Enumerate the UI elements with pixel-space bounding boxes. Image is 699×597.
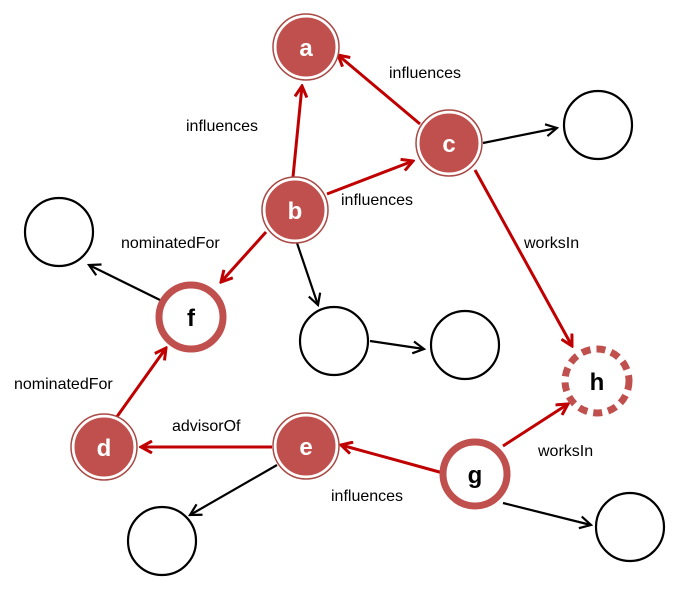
edge-c-to-h	[473, 169, 572, 346]
node-e-label: e	[299, 434, 312, 461]
edge-g-to-h	[502, 404, 568, 448]
empty-node-top-right	[562, 89, 634, 161]
node-a-label: a	[299, 35, 313, 62]
empty-node-center-right	[429, 309, 501, 381]
node-g-label: g	[468, 462, 483, 489]
empty-node-center	[298, 305, 370, 377]
node-f: f	[155, 281, 227, 353]
edge-label-g-h: worksIn	[537, 443, 593, 460]
edge-label-c-h: worksIn	[523, 235, 579, 252]
edge-label-g-e: influences	[331, 488, 403, 505]
empty-nodes	[23, 89, 666, 577]
node-h: h	[561, 345, 633, 417]
node-b: b	[261, 176, 329, 244]
node-b-label: b	[288, 198, 303, 225]
edge-empty-to-empty	[369, 339, 424, 349]
node-d: d	[70, 413, 138, 481]
edge-d-to-f	[114, 348, 166, 419]
edge-labels: influences influences influences nominat…	[14, 65, 593, 505]
edge-label-b-c: influences	[341, 192, 413, 209]
empty-node-bottom-left	[126, 505, 198, 577]
edge-g-to-empty	[502, 501, 591, 525]
edge-label-e-d: advisorOf	[172, 418, 241, 435]
node-d-label: d	[97, 435, 112, 462]
edge-b-to-a	[291, 86, 302, 178]
empty-node-bottom-right	[594, 491, 666, 563]
empty-node-left	[23, 196, 95, 268]
edge-label-b-a: influences	[186, 118, 258, 135]
edge-b-to-empty	[295, 242, 318, 305]
plain-edges	[89, 128, 591, 525]
edge-e-to-empty	[190, 464, 278, 515]
edge-label-d-f: nominatedFor	[14, 376, 113, 393]
edge-c-to-a	[338, 55, 421, 126]
edge-f-to-empty	[89, 265, 161, 301]
node-g: g	[439, 438, 511, 510]
edge-label-b-f: nominatedFor	[121, 235, 220, 252]
node-f-label: f	[187, 305, 196, 332]
highlight-edges	[114, 55, 572, 475]
edge-b-to-c	[326, 161, 413, 196]
edge-label-c-a: influences	[389, 65, 461, 82]
edge-c-to-empty	[482, 128, 557, 145]
node-c: c	[415, 109, 483, 177]
node-e: e	[272, 412, 340, 480]
node-a: a	[272, 13, 340, 81]
edge-g-to-e	[341, 445, 444, 475]
node-c-label: c	[442, 131, 455, 158]
node-h-label: h	[590, 369, 605, 396]
edge-b-to-f	[221, 230, 268, 282]
